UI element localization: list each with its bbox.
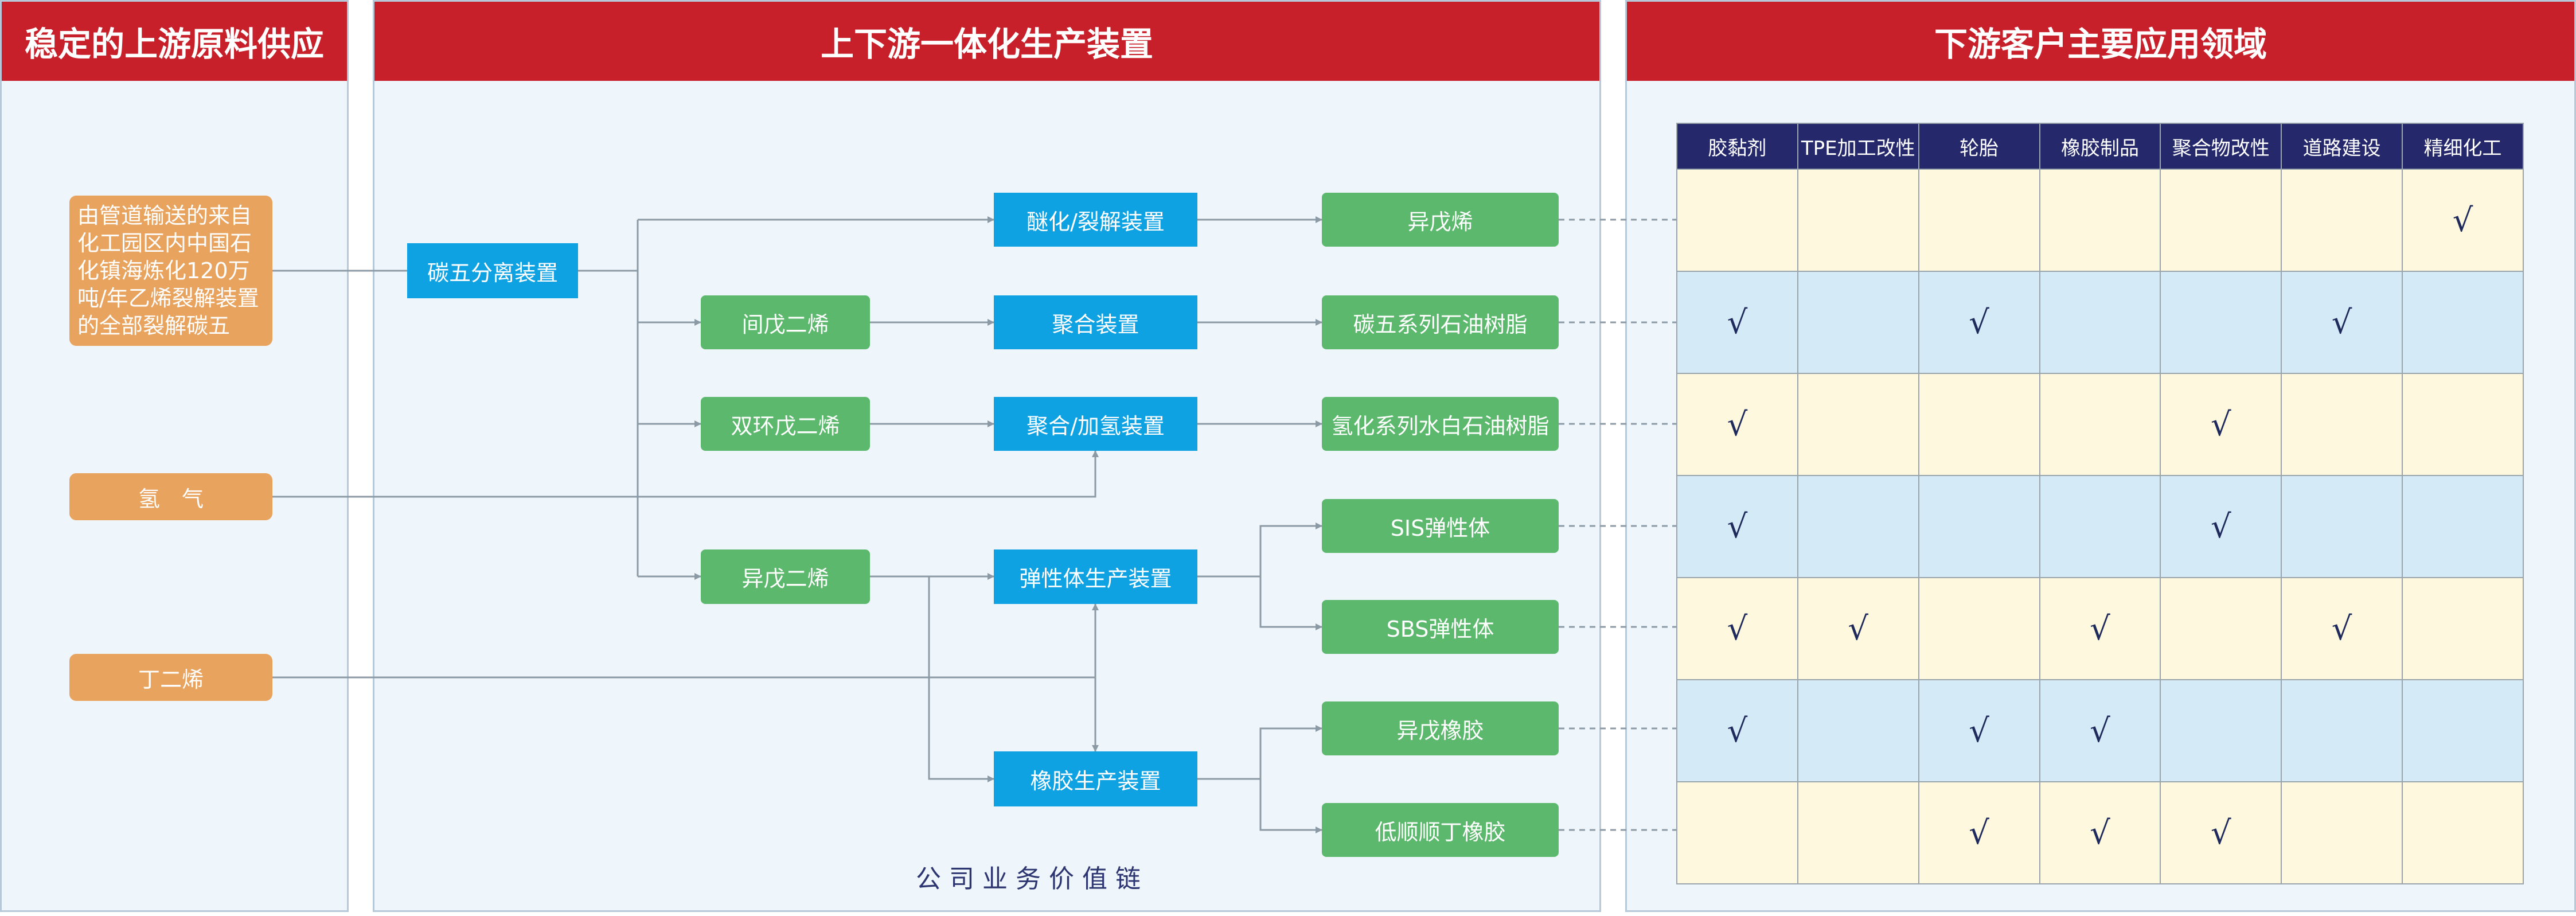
empty-cell <box>1676 781 1798 884</box>
empty-cell <box>1797 679 1919 782</box>
empty-cell <box>2281 475 2403 578</box>
empty-cell <box>2160 679 2282 782</box>
unit-elastomer: 弹性体生产装置 <box>994 549 1197 604</box>
product-sbs: SBS弹性体 <box>1322 600 1559 654</box>
check-mark-cell: √ <box>2160 781 2282 884</box>
column-header-tpe-modification: TPE加工改性 <box>1797 123 1919 170</box>
intermediate-dcpd: 双环戊二烯 <box>701 397 870 451</box>
column-header-tire: 轮胎 <box>1918 123 2040 170</box>
applications-row: √√√ <box>1676 781 2524 884</box>
applications-header-row: 胶黏剂 TPE加工改性 轮胎 橡胶制品 聚合物改性 道路建设 精细化工 <box>1676 123 2524 170</box>
connector-elastomer-sis <box>1197 523 1322 578</box>
empty-cell <box>1797 475 1919 578</box>
source-butadiene: 丁二烯 <box>69 654 272 701</box>
check-mark-cell: √ <box>1676 679 1798 782</box>
intermediate-isoprene: 异戊二烯 <box>701 549 870 604</box>
product-isopentene: 异戊烯 <box>1322 193 1559 247</box>
empty-cell <box>1918 475 2040 578</box>
production-header: 上下游一体化生产装置 <box>374 2 1599 81</box>
product-c5-resin: 碳五系列石油树脂 <box>1322 295 1559 349</box>
product-sis: SIS弹性体 <box>1322 499 1559 553</box>
connector-elastomer-sbs <box>1259 576 1322 630</box>
check-mark-cell: √ <box>2039 781 2161 884</box>
column-header-adhesive: 胶黏剂 <box>1676 123 1798 170</box>
check-mark-cell: √ <box>2039 679 2161 782</box>
empty-cell <box>1797 169 1919 272</box>
upstream-header: 稳定的上游原料供应 <box>2 2 347 81</box>
empty-cell <box>1676 169 1798 272</box>
empty-cell <box>1797 271 1919 374</box>
empty-cell <box>2281 781 2403 884</box>
empty-cell <box>2039 169 2161 272</box>
empty-cell <box>2281 169 2403 272</box>
applications-row: √√ <box>1676 475 2524 578</box>
empty-cell <box>1797 781 1919 884</box>
applications-body: √√√√√√√√√√√√√√√√√√ <box>1676 169 2524 884</box>
empty-cell <box>1918 169 2040 272</box>
source-hydrogen: 氢 气 <box>69 473 272 520</box>
column-header-rubber-products: 橡胶制品 <box>2039 123 2161 170</box>
applications-row: √√√ <box>1676 679 2524 782</box>
empty-cell <box>1918 577 2040 680</box>
check-mark-cell: √ <box>1676 373 1798 476</box>
check-mark-cell: √ <box>2281 577 2403 680</box>
empty-cell <box>2402 475 2524 578</box>
connector-isoprene-rubber <box>928 576 994 782</box>
unit-rubber: 橡胶生产装置 <box>994 751 1197 806</box>
column-header-road-construction: 道路建设 <box>2281 123 2403 170</box>
applications-row: √ <box>1676 169 2524 272</box>
check-mark-cell: √ <box>1676 271 1798 374</box>
check-mark-cell: √ <box>2281 271 2403 374</box>
applications-header: 下游客户主要应用领域 <box>1627 2 2574 81</box>
applications-row: √√√√ <box>1676 577 2524 680</box>
unit-c5-separation: 碳五分离装置 <box>407 243 578 298</box>
check-mark-cell: √ <box>1676 475 1798 578</box>
empty-cell <box>2281 679 2403 782</box>
empty-cell <box>1797 373 1919 476</box>
connector-rubber-isoprene-rubber <box>1197 725 1322 780</box>
unit-polymerization-hydrogenation: 聚合/加氢装置 <box>994 397 1197 451</box>
check-mark-cell: √ <box>2160 373 2282 476</box>
production-panel: 上下游一体化生产装置 <box>373 0 1601 912</box>
check-mark-cell: √ <box>1918 679 2040 782</box>
applications-row: √ √ √ <box>1676 271 2524 374</box>
empty-cell <box>2160 271 2282 374</box>
check-mark-cell: √ <box>1918 271 2040 374</box>
applications-row: √√ <box>1676 373 2524 476</box>
empty-cell <box>2402 577 2524 680</box>
empty-cell <box>2039 373 2161 476</box>
connector-hydrogen-feed <box>272 450 1099 498</box>
column-header-polymer-modification: 聚合物改性 <box>2160 123 2282 170</box>
product-hydrogenated-resin: 氢化系列水白石油树脂 <box>1322 397 1559 451</box>
check-mark-cell: √ <box>2160 475 2282 578</box>
upstream-panel: 稳定的上游原料供应 <box>0 0 349 912</box>
product-isoprene-rubber: 异戊橡胶 <box>1322 701 1559 755</box>
check-mark-cell: √ <box>2039 577 2161 680</box>
empty-cell <box>2402 781 2524 884</box>
empty-cell <box>2039 475 2161 578</box>
source-refinery-c5: 由管道输送的来自化工园区内中国石化镇海炼化120万吨/年乙烯裂解装置的全部裂解碳… <box>69 196 272 346</box>
applications-table: 胶黏剂 TPE加工改性 轮胎 橡胶制品 聚合物改性 道路建设 精细化工 √√√√… <box>1676 123 2524 884</box>
product-low-cis-butadiene-rubber: 低顺顺丁橡胶 <box>1322 803 1559 857</box>
intermediate-piperylene: 间戊二烯 <box>701 295 870 349</box>
unit-polymerization: 聚合装置 <box>994 295 1197 349</box>
empty-cell <box>2402 271 2524 374</box>
check-mark-cell: √ <box>2402 169 2524 272</box>
empty-cell <box>2281 373 2403 476</box>
empty-cell <box>2160 169 2282 272</box>
check-mark-cell: √ <box>1918 781 2040 884</box>
empty-cell <box>2402 679 2524 782</box>
empty-cell <box>2039 271 2161 374</box>
check-mark-cell: √ <box>1797 577 1919 680</box>
empty-cell <box>2160 577 2282 680</box>
unit-etherification-cracking: 醚化/裂解装置 <box>994 193 1197 247</box>
value-chain-label: 公司业务价值链 <box>916 864 1149 894</box>
empty-cell <box>2402 373 2524 476</box>
empty-cell <box>1918 373 2040 476</box>
column-header-fine-chemicals: 精细化工 <box>2402 123 2524 170</box>
connector-rubber-butadiene-rubber <box>1259 779 1322 833</box>
check-mark-cell: √ <box>1676 577 1798 680</box>
